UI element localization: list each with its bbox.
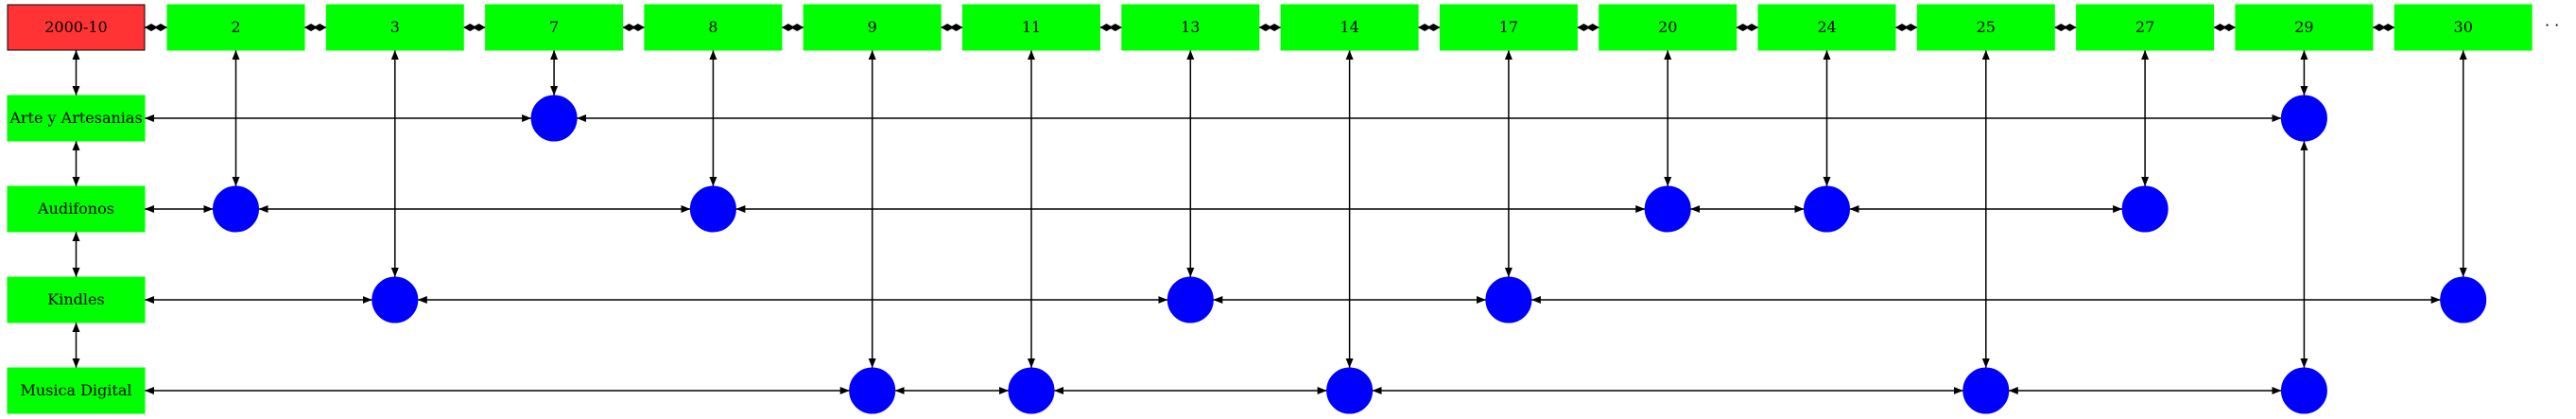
row-node-audifonos-box: [7, 185, 146, 233]
row-node-kindles: Kindles: [7, 276, 146, 323]
column-node-24-label: 24: [1817, 18, 1836, 36]
column-node-17-box: [1439, 4, 1578, 51]
column-node-24: 24: [1757, 4, 1896, 51]
row-node-kindles-box: [7, 276, 146, 323]
column-node-11-box: [962, 4, 1100, 51]
dot-node: [372, 276, 419, 323]
row-node-arte-y-artesanias-box: [7, 95, 146, 142]
column-node-27: 27: [2076, 4, 2215, 51]
dot-node: [849, 367, 896, 414]
column-node-25: 25: [1916, 4, 2055, 51]
column-node-29: 29: [2235, 4, 2374, 51]
row-node-musica-digital: Musica Digital: [7, 367, 146, 414]
column-node-11-label: 11: [1022, 18, 1041, 36]
row-node-audifonos-label: Audifonos: [37, 200, 114, 218]
row-node-arte-y-artesanias: Arte y Artesanias: [7, 95, 146, 142]
row-node-arte-y-artesanias-label: Arte y Artesanias: [9, 109, 142, 127]
column-node-8: 8: [644, 4, 783, 51]
column-node-29-box: [2235, 4, 2374, 51]
row-node-musica-digital-box: [7, 367, 146, 414]
column-node-20-box: [1599, 4, 1738, 51]
column-node-13-label: 13: [1181, 18, 1200, 36]
dot-node: [2280, 367, 2327, 414]
column-node-9-box: [803, 4, 942, 51]
trailing-mark: · ·: [2545, 16, 2559, 34]
column-node-17: 17: [1439, 4, 1578, 51]
column-node-30-box: [2394, 4, 2533, 51]
dot-node: [1008, 367, 1055, 414]
column-node-2-box: [166, 4, 305, 51]
column-node-25-label: 25: [1977, 18, 1996, 36]
column-node-14-label: 14: [1340, 18, 1358, 36]
dot-node: [1167, 276, 1214, 323]
column-node-11: 11: [962, 4, 1100, 51]
column-node-24-box: [1757, 4, 1896, 51]
column-node-20-label: 20: [1658, 18, 1677, 36]
column-node-2: 2: [166, 4, 305, 51]
column-node-9: 9: [803, 4, 942, 51]
column-node-3: 3: [325, 4, 464, 51]
column-node-3-label: 3: [390, 18, 400, 36]
column-node-13: 13: [1121, 4, 1260, 51]
column-node-8-label: 8: [708, 18, 717, 36]
dot-node: [213, 185, 259, 233]
column-node-25-box: [1916, 4, 2055, 51]
dot-node: [689, 185, 736, 233]
dot-node: [2440, 276, 2487, 323]
row-node-musica-digital-label: Musica Digital: [21, 381, 132, 399]
column-node-20: 20: [1599, 4, 1738, 51]
column-node-27-box: [2076, 4, 2215, 51]
dot-node: [1962, 367, 2010, 414]
column-node-30-label: 30: [2454, 18, 2473, 36]
column-node-7-label: 7: [549, 18, 559, 36]
dot-node: [2121, 185, 2169, 233]
column-node-7: 7: [485, 4, 624, 51]
column-node-3-box: [325, 4, 464, 51]
dot-node: [1326, 367, 1374, 414]
column-node-8-box: [644, 4, 783, 51]
header-node-label: 2000-10: [44, 18, 107, 36]
dot-node: [1485, 276, 1532, 323]
edges-layer: [72, 24, 2467, 394]
dot-node: [2280, 95, 2327, 142]
column-node-27-label: 27: [2135, 18, 2154, 36]
column-node-2-label: 2: [231, 18, 240, 36]
column-node-14-box: [1280, 4, 1419, 51]
dot-node: [530, 95, 578, 142]
row-node-audifonos: Audifonos: [7, 185, 146, 233]
row-node-kindles-label: Kindles: [47, 290, 104, 308]
dot-node: [1644, 185, 1691, 233]
column-node-30: 30: [2394, 4, 2533, 51]
column-node-13-box: [1121, 4, 1260, 51]
dot-node: [1804, 185, 1850, 233]
column-node-14: 14: [1280, 4, 1419, 51]
column-node-17-label: 17: [1499, 18, 1518, 36]
column-node-29-label: 29: [2294, 18, 2313, 36]
header-node-box: [7, 4, 146, 51]
header-node: 2000-10: [7, 4, 146, 51]
column-node-7-box: [485, 4, 624, 51]
column-node-9-label: 9: [868, 18, 877, 36]
